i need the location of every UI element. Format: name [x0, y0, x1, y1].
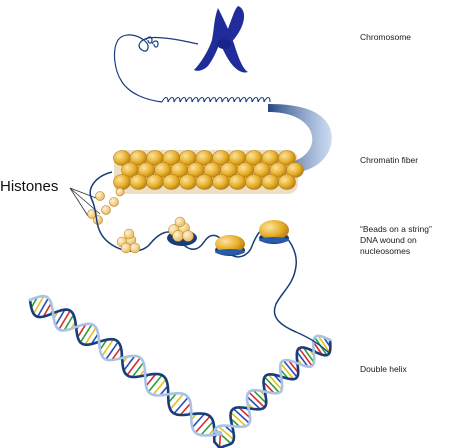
- base-pair: [280, 363, 295, 380]
- base-pair: [302, 346, 315, 363]
- base-pair: [145, 373, 157, 387]
- base-pair: [79, 323, 93, 343]
- nucleosome-bead: [245, 174, 263, 190]
- base-pair: [298, 347, 313, 367]
- base-pair: [169, 393, 185, 410]
- base-pair: [58, 310, 71, 330]
- strand-to-helix-connector: [295, 331, 331, 355]
- base-pair: [191, 413, 206, 428]
- nucleosome-bead: [212, 174, 230, 190]
- nucleosome-cluster-2: [167, 216, 197, 246]
- double-helix-shape: [28, 294, 332, 448]
- nucleosome-bead: [261, 174, 280, 190]
- base-pair: [77, 323, 87, 338]
- nucleosome-bead: [162, 174, 181, 190]
- base-pair: [252, 389, 267, 404]
- coiled-fiber: [161, 96, 271, 103]
- fiber-zoom-band: [268, 104, 332, 172]
- helix-backbone-2: [28, 294, 332, 437]
- base-pair: [179, 402, 192, 416]
- base-pair: [262, 381, 275, 394]
- base-pair: [282, 359, 298, 378]
- nucleosome-bead: [228, 174, 247, 190]
- chromosome-unwinding-strand: [113, 34, 199, 103]
- base-pair: [173, 396, 189, 415]
- base-pair: [217, 425, 235, 441]
- base-pair: [287, 359, 299, 373]
- base-pair: [312, 341, 323, 356]
- base-pair: [238, 406, 251, 419]
- base-pair: [54, 309, 66, 326]
- label-chromosome: Chromosome: [360, 32, 412, 42]
- nucleosome-bead: [146, 174, 164, 190]
- base-pair: [152, 378, 167, 396]
- beads-string-strand: [89, 171, 297, 333]
- nucleosome-3: [215, 235, 245, 256]
- base-pair: [147, 374, 163, 393]
- nucleosome-bead: [286, 162, 304, 178]
- nucleosome-4: [259, 220, 289, 244]
- helix-backbone-1: [28, 298, 332, 448]
- base-pair: [230, 411, 247, 427]
- label-double-helix: Double helix: [360, 364, 407, 374]
- chromosome-shape: [194, 6, 248, 73]
- base-pair: [194, 415, 211, 434]
- nucleosome-bead: [278, 150, 296, 166]
- base-pair: [101, 338, 115, 357]
- base-pair: [105, 341, 119, 360]
- base-pair: [123, 355, 136, 372]
- base-pair: [111, 346, 122, 361]
- label-beads-on-string: “Beads on a string” DNA wound on nucleos…: [360, 224, 432, 256]
- base-pair: [159, 385, 169, 396]
- base-pair: [42, 302, 52, 318]
- base-pair: [63, 314, 75, 331]
- chromatin-fiber-shape: [113, 150, 304, 194]
- nucleosome-bead: [179, 174, 197, 190]
- label-chromatin-fiber: Chromatin fiber: [360, 155, 419, 165]
- base-pair: [296, 351, 309, 368]
- base-pair: [167, 392, 178, 404]
- nucleosome-bead: [129, 174, 148, 190]
- nucleosome-cluster-1: [116, 228, 141, 254]
- free-histones: [87, 187, 125, 225]
- base-pair: [232, 408, 250, 424]
- base-pair: [32, 295, 45, 315]
- base-pair: [267, 373, 283, 391]
- base-pair: [317, 335, 331, 354]
- base-pair: [84, 327, 97, 346]
- label-histones: Histones: [0, 178, 59, 195]
- base-pair: [200, 420, 214, 436]
- nucleosome-bead: [278, 174, 296, 190]
- base-pair: [90, 333, 99, 345]
- base-pair: [131, 362, 145, 378]
- nucleosome-bead: [195, 174, 214, 190]
- nucleosome-bead: [113, 174, 131, 190]
- base-pair: [126, 357, 141, 376]
- base-pair: [99, 339, 108, 351]
- base-pair: [264, 376, 280, 394]
- base-pair: [246, 395, 261, 410]
- base-pair: [248, 391, 266, 408]
- base-pair: [36, 297, 50, 318]
